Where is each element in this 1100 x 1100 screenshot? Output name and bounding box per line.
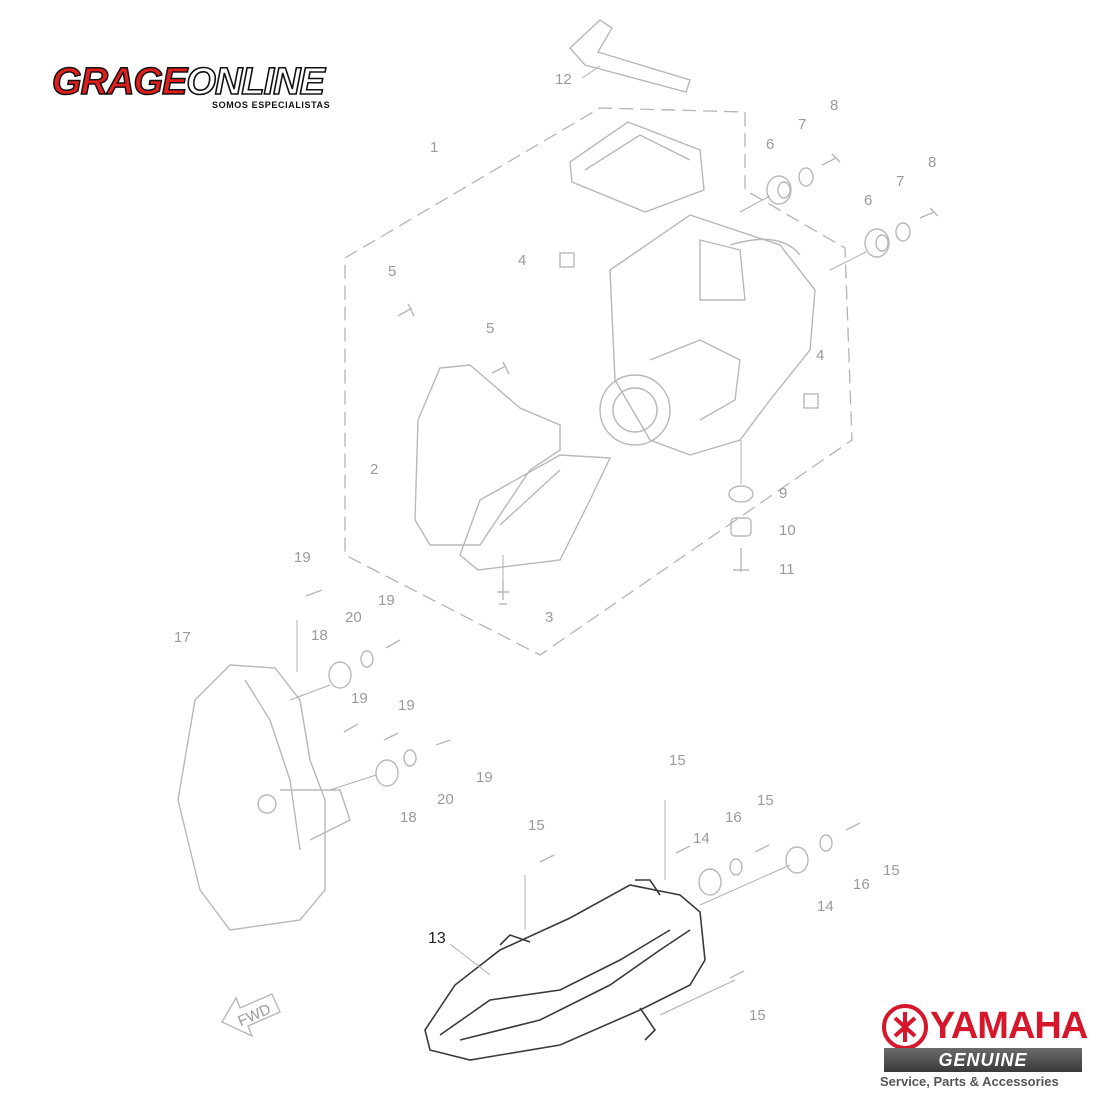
part-headlight-housing — [599, 214, 816, 456]
callout-19a: 19 — [294, 549, 311, 566]
yamaha-genuine-logo: YAMAHA GENUINE Service, Parts & Accessor… — [878, 1004, 1090, 1094]
callout-11: 11 — [779, 561, 795, 578]
callout-6a: 6 — [766, 136, 774, 153]
callout-19c: 19 — [351, 690, 368, 707]
part-14-grommet-a — [698, 868, 722, 896]
part-5-screw-b — [491, 361, 510, 375]
part-14-grommet-b — [785, 846, 809, 874]
callout-16b: 16 — [853, 876, 870, 893]
callout-7b: 7 — [896, 173, 904, 190]
genuine-bar: GENUINE — [884, 1048, 1082, 1072]
part-15-screw-a — [675, 845, 691, 854]
fwd-label: FWD — [235, 1001, 273, 1030]
part-8-bolt-a — [821, 153, 841, 166]
callout-20b: 20 — [437, 791, 454, 808]
callout-16a: 16 — [725, 809, 742, 826]
callout-7a: 7 — [798, 116, 806, 133]
callout-12: 12 — [555, 71, 572, 88]
callout-1: 1 — [430, 139, 438, 156]
garage-logo-tagline: SOMOS ESPECIALISTAS — [212, 100, 331, 110]
yamaha-tuning-fork-icon — [882, 1004, 928, 1050]
part-4-clip-b — [803, 393, 819, 409]
part-17-lamp-assembly — [177, 664, 351, 931]
callout-3: 3 — [545, 609, 553, 626]
part-7-washer-b — [895, 222, 911, 242]
part-20-washer-b — [403, 749, 417, 767]
callout-15e: 15 — [749, 1007, 766, 1024]
callout-10: 10 — [779, 522, 796, 539]
garage-online-logo: GRAGEONLINE SOMOS ESPECIALISTAS — [51, 60, 372, 120]
callout-18a: 18 — [311, 627, 328, 644]
part-5-screw-a — [397, 303, 415, 317]
part-8-bolt-b — [919, 207, 939, 219]
callout-14b: 14 — [817, 898, 834, 915]
part-16-washer-b — [819, 834, 833, 852]
part-16-washer-a — [729, 858, 743, 876]
part-19-screw-d — [383, 732, 399, 741]
callout-4b: 4 — [816, 347, 824, 364]
callout-19d: 19 — [398, 697, 415, 714]
garage-logo-rage: RAGE — [80, 60, 188, 104]
part-2-reflector — [414, 364, 612, 571]
part-6-grommet-b — [864, 228, 890, 258]
part-12-bracket — [569, 19, 691, 93]
part-15-screw-d — [845, 822, 861, 831]
part-7-washer-a — [798, 167, 814, 187]
garage-logo-online: ONLINE — [186, 60, 326, 104]
callout-6b: 6 — [864, 192, 872, 209]
part-18-grommet-b — [375, 759, 399, 787]
callout-14a: 14 — [693, 830, 710, 847]
forward-direction-arrow: FWD — [221, 993, 281, 1038]
part-15-screw-b — [539, 854, 555, 863]
callout-19e: 19 — [476, 769, 493, 786]
part-6-grommet-a — [766, 175, 792, 205]
garage-logo-g: G — [51, 60, 82, 104]
callout-15d: 15 — [883, 862, 900, 879]
callout-15b: 15 — [528, 817, 545, 834]
part-19-screw-c — [343, 723, 359, 733]
part-control-unit — [569, 121, 705, 213]
callout-20a: 20 — [345, 609, 362, 626]
part-15-screw-c — [754, 844, 770, 853]
part-15-screw-e — [729, 970, 745, 979]
callout-8b: 8 — [928, 154, 936, 171]
part-3-fastener — [497, 580, 509, 605]
callout-4a: 4 — [518, 252, 526, 269]
part-13-position-lamp — [424, 879, 706, 1061]
callout-8a: 8 — [830, 97, 838, 114]
callout-9: 9 — [779, 485, 787, 502]
callout-2: 2 — [370, 461, 378, 478]
callout-5b: 5 — [486, 320, 494, 337]
part-19-screw-e — [435, 739, 451, 746]
callout-17: 17 — [174, 629, 191, 646]
part-10-bushing — [730, 517, 752, 537]
part-20-washer-a — [360, 650, 374, 668]
yamaha-wordmark: YAMAHA — [930, 1005, 1088, 1047]
callout-15c: 15 — [757, 792, 774, 809]
part-11-bolt — [733, 548, 749, 572]
part-18-grommet-a — [328, 661, 352, 689]
callout-15a: 15 — [669, 752, 686, 769]
assembly-boundary — [344, 107, 853, 656]
part-19-screw-b — [385, 639, 401, 649]
callout-19b: 19 — [378, 592, 395, 609]
callout-13: 13 — [428, 930, 446, 947]
genuine-text: GENUINE — [938, 1050, 1028, 1070]
part-9-grommet — [728, 485, 754, 503]
callout-18b: 18 — [400, 809, 417, 826]
service-tagline: Service, Parts & Accessories — [880, 1074, 1059, 1089]
part-19-screw-a — [305, 589, 323, 597]
part-4-clip-a — [559, 252, 575, 268]
callout-5a: 5 — [388, 263, 396, 280]
